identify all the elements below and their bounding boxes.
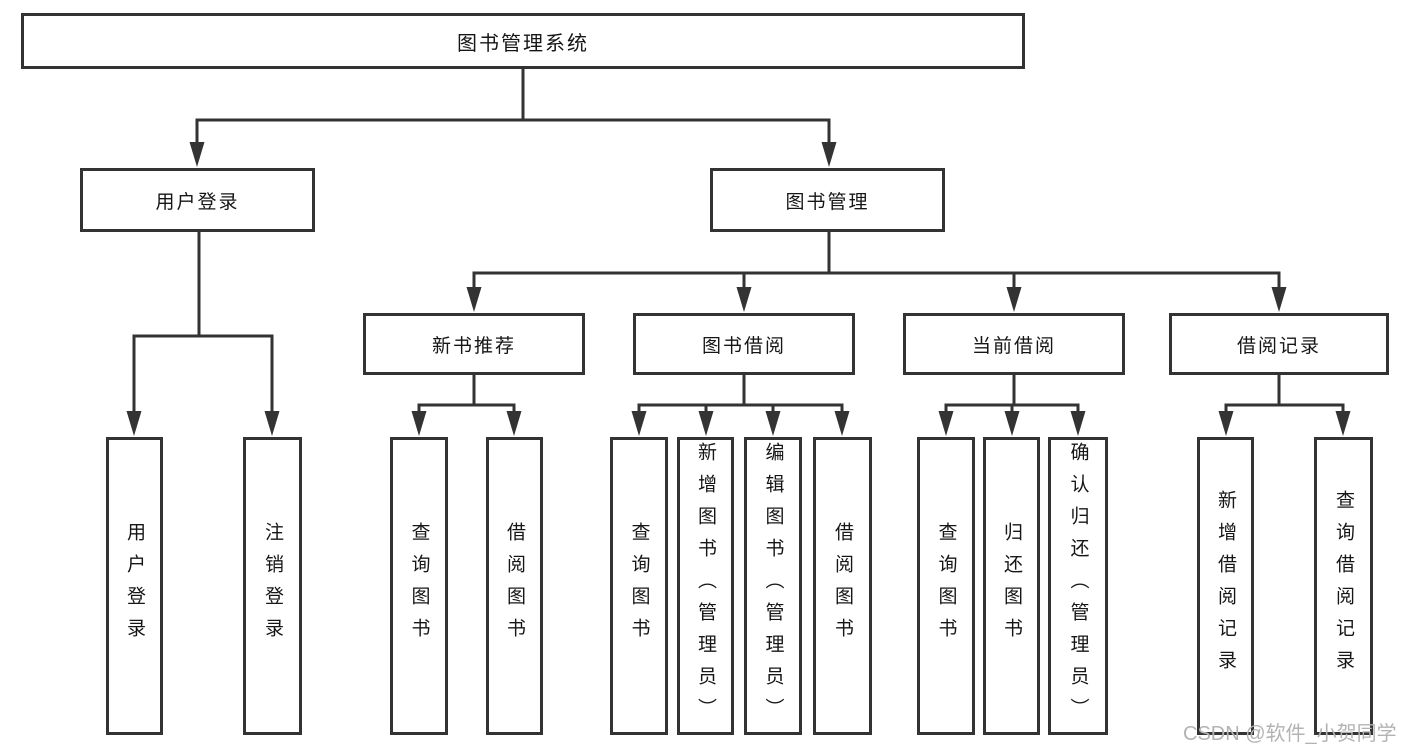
node-leaf-user-login: 用户登录 [106,437,163,735]
node-label-leaf-query-books-3: 查询图书 [935,522,957,650]
node-leaf-edit-books: 编辑图书（管理员） [744,437,802,735]
arrowhead-icon [1335,411,1351,436]
arrowhead-icon [466,287,482,312]
node-label-leaf-query-books-1: 查询图书 [408,522,430,650]
node-label-user-login: 用户登录 [155,191,240,213]
arrowhead-icon [1006,287,1022,312]
arrowhead-icon [264,411,280,436]
node-label-leaf-confirm-return: 确认归还（管理员） [1067,442,1089,730]
arrowhead-icon [1271,287,1287,312]
node-label-book-borrow: 图书借阅 [701,335,786,357]
arrowhead-icon [765,411,781,436]
node-current-borrow: 当前借阅 [903,313,1125,375]
node-label-leaf-query-borrow-record: 查询借阅记录 [1333,490,1354,682]
node-label-leaf-add-books: 新增图书（管理员） [695,442,716,730]
node-leaf-logout: 注销登录 [243,437,302,735]
arrowhead-icon [821,142,837,167]
node-label-leaf-logout: 注销登录 [262,522,283,650]
node-leaf-query-books-1: 查询图书 [390,437,448,735]
node-label-root: 图书管理系统 [457,32,589,55]
node-book-mgmt: 图书管理 [710,168,945,232]
node-label-leaf-return-books: 归还图书 [1001,522,1022,650]
arrowhead-icon [126,411,142,436]
node-label-current-borrow: 当前借阅 [971,335,1056,357]
arrowhead-icon [1070,411,1086,436]
arrowhead-icon [189,142,205,167]
node-leaf-return-books: 归还图书 [983,437,1040,735]
node-leaf-borrow-books-2: 借阅图书 [813,437,872,735]
node-leaf-query-borrow-record: 查询借阅记录 [1314,437,1373,735]
arrowhead-icon [938,411,954,436]
node-label-leaf-borrow-books-2: 借阅图书 [832,522,853,650]
node-borrow-records: 借阅记录 [1169,313,1389,375]
arrowhead-icon [411,411,427,436]
arrowhead-icon [834,411,850,436]
arrowhead-icon [631,411,647,436]
arrowhead-icon [736,287,752,312]
watermark: CSDN @软件_小贺同学 [1183,723,1397,745]
node-leaf-borrow-books-1: 借阅图书 [486,437,543,735]
node-label-borrow-records: 借阅记录 [1236,335,1321,357]
arrowhead-icon [1004,411,1020,436]
node-user-login: 用户登录 [80,168,315,232]
node-label-leaf-add-borrow-record: 新增借阅记录 [1215,490,1236,682]
node-label-leaf-borrow-books-1: 借阅图书 [504,522,525,650]
node-label-book-mgmt: 图书管理 [785,191,870,213]
node-label-leaf-user-login: 用户登录 [124,522,145,650]
node-label-leaf-query-books-2: 查询图书 [628,522,650,650]
arrowhead-icon [1218,411,1234,436]
node-leaf-confirm-return: 确认归还（管理员） [1048,437,1108,735]
node-root: 图书管理系统 [21,13,1025,69]
node-leaf-query-books-2: 查询图书 [610,437,668,735]
node-leaf-query-books-3: 查询图书 [917,437,975,735]
node-leaf-add-borrow-record: 新增借阅记录 [1197,437,1254,735]
node-leaf-add-books: 新增图书（管理员） [677,437,734,735]
node-new-book-rec: 新书推荐 [363,313,585,375]
node-book-borrow: 图书借阅 [633,313,855,375]
arrowhead-icon [698,411,714,436]
arrowhead-icon [506,411,522,436]
node-label-leaf-edit-books: 编辑图书（管理员） [762,442,784,730]
node-label-new-book-rec: 新书推荐 [431,335,516,357]
